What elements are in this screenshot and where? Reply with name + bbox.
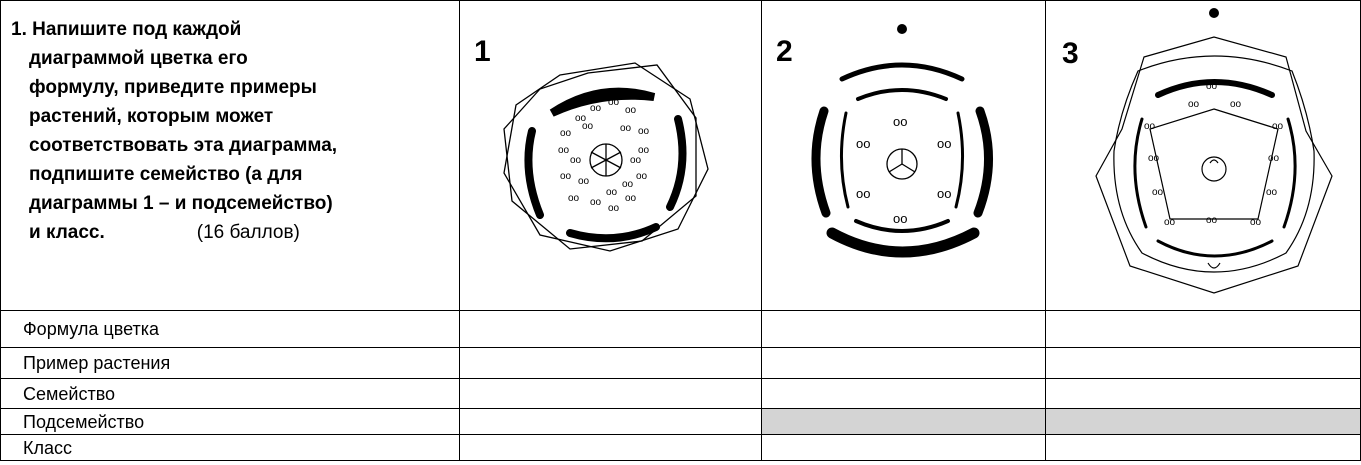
svg-text:oo: oo [1206, 215, 1218, 226]
answer-cell[interactable] [460, 409, 762, 435]
svg-text:oo: oo [620, 123, 632, 134]
svg-text:oo: oo [856, 186, 870, 201]
diagram-1-cell: 1 [460, 1, 762, 311]
svg-text:oo: oo [1188, 99, 1200, 110]
svg-text:oo: oo [636, 171, 648, 182]
diagram-2-cell: 2 [762, 1, 1046, 311]
row-label-class: Класс [1, 435, 460, 461]
svg-text:oo: oo [608, 203, 620, 214]
svg-text:oo: oo [578, 176, 590, 187]
svg-text:oo: oo [937, 136, 951, 151]
svg-text:oo: oo [1144, 121, 1156, 132]
answer-cell[interactable] [460, 435, 762, 461]
answer-cell[interactable] [460, 348, 762, 379]
svg-text:oo: oo [638, 126, 650, 137]
svg-text:oo: oo [856, 136, 870, 151]
svg-text:oo: oo [1206, 81, 1218, 92]
svg-text:oo: oo [582, 121, 594, 132]
question-line: соответствовать эта диаграмма, [11, 131, 451, 160]
svg-text:oo: oo [1152, 187, 1164, 198]
svg-text:oo: oo [1148, 153, 1160, 164]
row-label-subfamily: Подсемейство [1, 409, 460, 435]
svg-text:oo: oo [590, 103, 602, 114]
svg-text:oo: oo [893, 211, 907, 226]
shaded-cell [1046, 409, 1361, 435]
points-label: (16 баллов) [197, 222, 300, 243]
answer-cell[interactable] [762, 435, 1046, 461]
flower-diagram-2: oo oo oo oo oo oo [762, 1, 1045, 310]
answer-cell[interactable] [460, 379, 762, 409]
svg-text:oo: oo [608, 97, 620, 108]
svg-text:oo: oo [1268, 153, 1280, 164]
answer-cell[interactable] [762, 311, 1046, 348]
question-cell: 1. Напишите под каждой диаграммой цветка… [1, 1, 460, 311]
svg-text:oo: oo [568, 193, 580, 204]
diagram-3-cell: 3 [1046, 1, 1361, 311]
svg-text:oo: oo [937, 186, 951, 201]
question-line: 1. Напишите под каждой [11, 15, 451, 44]
svg-text:oo: oo [630, 155, 642, 166]
answer-cell[interactable] [1046, 348, 1361, 379]
answer-cell[interactable] [762, 348, 1046, 379]
svg-text:oo: oo [625, 193, 637, 204]
question-line: диаграммой цветка его [11, 44, 451, 73]
answer-cell[interactable] [762, 379, 1046, 409]
svg-text:oo: oo [893, 114, 907, 129]
svg-text:oo: oo [606, 187, 618, 198]
svg-text:oo: oo [1266, 187, 1278, 198]
svg-text:oo: oo [1250, 217, 1262, 228]
shaded-cell [762, 409, 1046, 435]
svg-text:oo: oo [560, 128, 572, 139]
svg-text:oo: oo [570, 155, 582, 166]
answer-cell[interactable] [1046, 435, 1361, 461]
answer-cell[interactable] [460, 311, 762, 348]
question-line: подпишите семейство (а для [11, 160, 451, 189]
question-line: и класс. [29, 222, 105, 243]
svg-text:oo: oo [622, 179, 634, 190]
row-label-formula: Формула цветка [1, 311, 460, 348]
svg-text:oo: oo [1230, 99, 1242, 110]
svg-text:oo: oo [625, 105, 637, 116]
svg-text:oo: oo [1272, 121, 1284, 132]
question-text: 1. Напишите под каждой диаграммой цветка… [11, 15, 451, 247]
svg-text:oo: oo [1164, 217, 1176, 228]
question-line: диаграммы 1 – и подсемейство) [11, 189, 451, 218]
row-label-example: Пример растения [1, 348, 460, 379]
svg-text:oo: oo [558, 145, 570, 156]
answer-cell[interactable] [1046, 311, 1361, 348]
question-line: растений, которым может [11, 102, 451, 131]
svg-text:oo: oo [590, 197, 602, 208]
row-label-family: Семейство [1, 379, 460, 409]
svg-text:oo: oo [560, 171, 572, 182]
question-line: формулу, приведите примеры [11, 73, 451, 102]
answer-cell[interactable] [1046, 379, 1361, 409]
